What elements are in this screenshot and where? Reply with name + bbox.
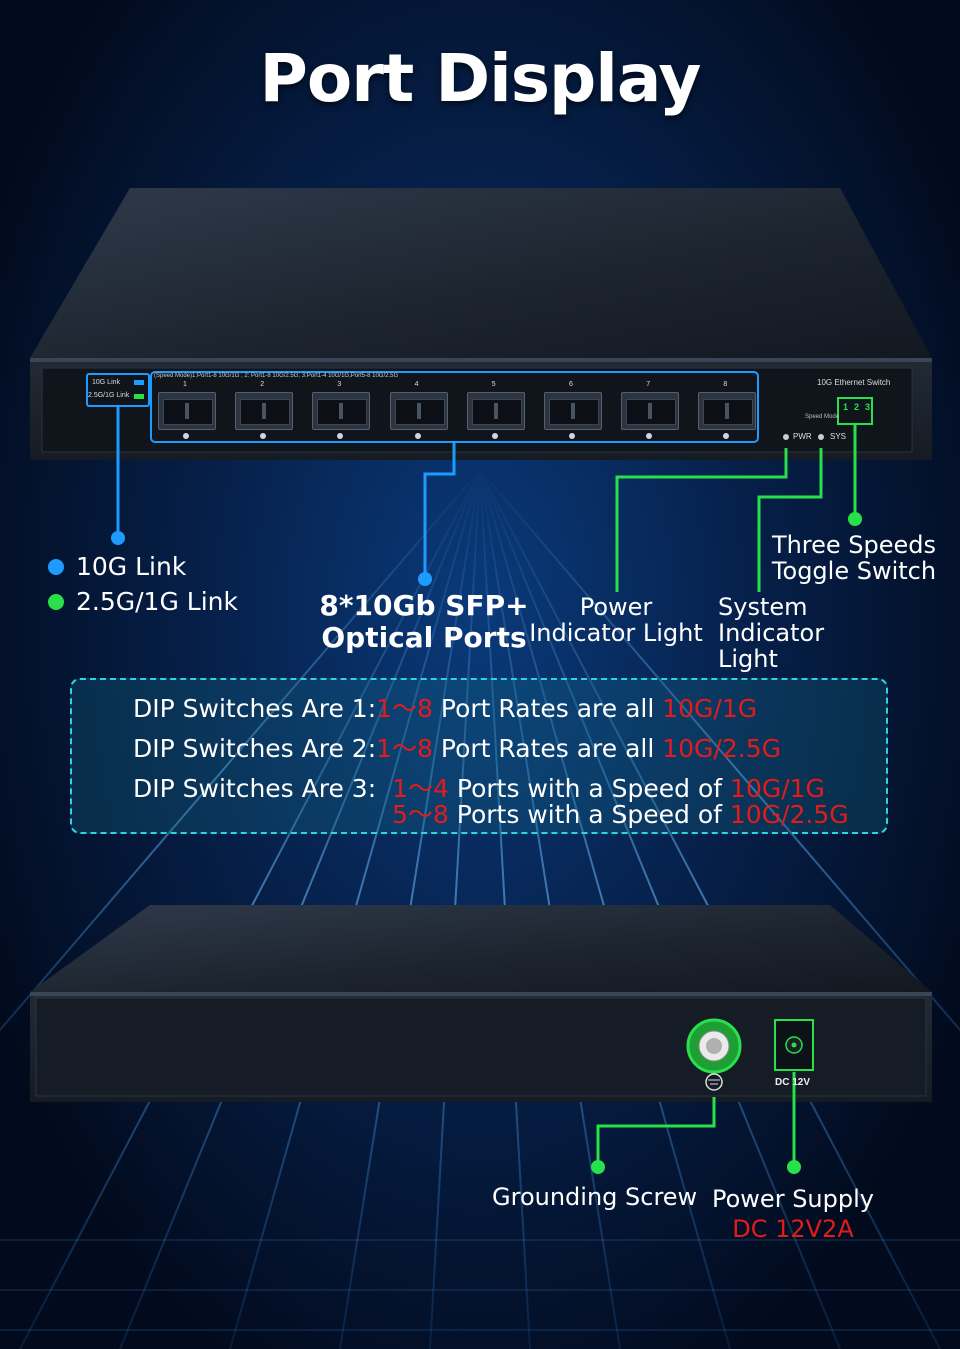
- port-led: [260, 433, 267, 439]
- sfp-latch: [339, 403, 344, 419]
- led-legend-25g: 2.5G/1G Link: [88, 392, 130, 399]
- sfp-port[interactable]: [389, 392, 448, 430]
- power-supply-label: Power Supply: [712, 1185, 874, 1213]
- sfp-port-number: 8: [723, 381, 728, 388]
- led-legend-10g: 10G Link: [92, 379, 121, 386]
- dip-line-1-speed: 10G/1G: [662, 694, 758, 723]
- sfp-port-number: 6: [569, 381, 573, 388]
- dc-port-label: DC 12V: [775, 1077, 811, 1088]
- dip-line-4: 5～8 Ports with a Speed of 10G/2.5G: [392, 795, 849, 831]
- power-supply-spec: DC 12V2A: [732, 1215, 854, 1243]
- pwr-label: PWR: [793, 432, 812, 441]
- blue-dot-icon: [48, 559, 64, 575]
- sfp-port-number: 3: [337, 381, 342, 388]
- sfp-port-number: 1: [183, 381, 187, 388]
- system-callout-line1: System: [718, 593, 808, 621]
- sfp-callout-line1: 8*10Gb SFP+: [319, 589, 529, 622]
- sfp-port-number: 4: [414, 381, 419, 388]
- dip-line-1-prefix: DIP Switches Are 1:: [133, 694, 377, 723]
- rear-switch: [30, 905, 932, 1102]
- sfp-latch: [571, 403, 575, 419]
- system-callout: System Indicator Light: [718, 594, 890, 672]
- dip-line-2-speed: 10G/2.5G: [662, 734, 781, 763]
- port-led: [414, 433, 421, 439]
- port-led: [723, 433, 730, 439]
- toggle-callout-line2: Toggle Switch: [771, 557, 937, 585]
- sfp-port[interactable]: [312, 392, 371, 430]
- sfp-callout-line2: Optical Ports: [321, 621, 527, 654]
- port-led: [337, 433, 344, 439]
- sfp-latch: [185, 403, 189, 419]
- dip-line-4-speed: 10G/2.5G: [729, 800, 849, 829]
- power-supply-callout: Power Supply DC 12V2A: [704, 1186, 882, 1242]
- dip-number-3: 3: [865, 402, 871, 412]
- dip-number-1: 1: [843, 402, 849, 412]
- system-callout-line2: Indicator Light: [718, 619, 825, 673]
- sfp-latch: [416, 403, 421, 419]
- dip-line-3-speed: 10G/1G: [730, 774, 825, 803]
- power-callout-line1: Power: [579, 593, 653, 621]
- sfp-port-number: 7: [646, 381, 651, 388]
- grounding-callout: Grounding Screw: [492, 1183, 698, 1211]
- toggle-callout-line1: Three Speeds: [771, 531, 937, 559]
- dip-line-2-mid: Port Rates are all: [432, 734, 663, 763]
- sfp-port-number: 2: [260, 381, 265, 388]
- dip-number-2: 2: [854, 402, 860, 412]
- legend-10g: 10G Link: [48, 554, 186, 580]
- page-title: Port Display: [259, 40, 702, 117]
- sfp-latch: [648, 403, 653, 419]
- dip-line-1-range: 1～8: [376, 694, 433, 723]
- port-led: [491, 433, 498, 439]
- port-led: [183, 433, 189, 439]
- sfp-latch: [493, 403, 498, 419]
- dip-line-2-prefix: DIP Switches Are 2:: [133, 734, 377, 763]
- sfp-callout: 8*10Gb SFP+ Optical Ports: [318, 590, 530, 654]
- sfp-port[interactable]: [466, 392, 525, 430]
- sfp-port[interactable]: [235, 392, 294, 430]
- dip-line-4-mid: Ports with a Speed of: [448, 800, 730, 829]
- sfp-port[interactable]: [544, 392, 602, 430]
- legend-10g-label: 10G Link: [76, 552, 187, 581]
- speed-mode-text: (Speed Mode)1:Port1-8 10G/1G ; 2: Port1-…: [154, 373, 399, 379]
- sfp-latch: [725, 403, 730, 419]
- dip-line-1-mid: Port Rates are all: [432, 694, 663, 723]
- dip-line-3-range: 1～4: [392, 774, 449, 803]
- sfp-port[interactable]: [698, 392, 757, 430]
- power-callout-line2: Indicator Light: [529, 619, 703, 647]
- dip-switch-info-box: [70, 678, 888, 834]
- dip-line-3: DIP Switches Are 3: 1～4 Ports with a Spee…: [133, 769, 825, 805]
- speed-mode-label: Speed Mode: [805, 414, 840, 420]
- port-led: [646, 433, 653, 439]
- green-dot-icon: [48, 594, 64, 610]
- sys-label: SYS: [830, 432, 847, 441]
- sfp-latch: [262, 403, 267, 419]
- dip-line-3-mid: Ports with a Speed of: [448, 774, 731, 803]
- dip-line-1: DIP Switches Are 1:1～8 Port Rates are al…: [133, 689, 757, 725]
- dip-line-2: DIP Switches Are 2:1～8 Port Rates are al…: [133, 729, 781, 765]
- legend-25g: 2.5G/1G Link: [48, 589, 238, 615]
- port-led: [569, 433, 575, 439]
- model-label: 10G Ethernet Switch: [817, 378, 891, 387]
- toggle-callout: Three Speeds Toggle Switch: [768, 532, 940, 584]
- dip-line-4-range: 5～8: [392, 800, 449, 829]
- sfp-port[interactable]: [158, 392, 216, 430]
- dip-line-3-prefix: DIP Switches Are 3:: [133, 774, 377, 803]
- sfp-port[interactable]: [621, 392, 680, 430]
- dip-line-2-range: 1～8: [376, 734, 433, 763]
- legend-25g-label: 2.5G/1G Link: [76, 587, 238, 616]
- sfp-port-number: 5: [491, 381, 496, 388]
- power-callout: Power Indicator Light: [525, 594, 707, 646]
